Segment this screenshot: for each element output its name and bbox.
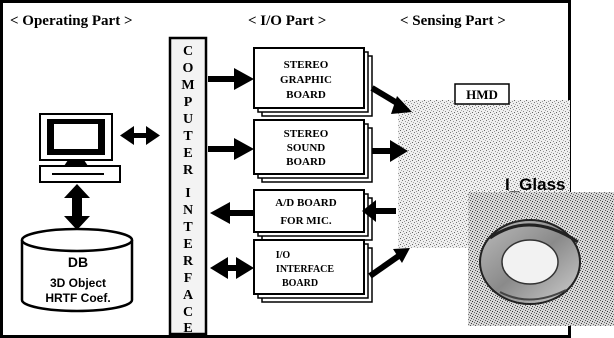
letter-o: O: [183, 61, 194, 76]
board-ad-line-1: A/D BOARD: [275, 197, 336, 209]
letter-t1: T: [183, 129, 193, 144]
board-io-line-3: BOARD: [282, 278, 318, 289]
letter-r2: R: [183, 254, 194, 269]
i-glass-photo: [468, 192, 614, 326]
letter-e2: E: [183, 237, 192, 252]
computer-icon: [40, 114, 120, 182]
header-io-part: < I/O Part >: [248, 13, 326, 29]
letter-a: A: [183, 288, 194, 303]
letter-f: F: [184, 271, 193, 286]
i-glass-label: I_Glass: [505, 175, 566, 194]
letter-t2: T: [183, 220, 193, 235]
letter-e1: E: [183, 146, 192, 161]
board-graphic-line-1: STEREO: [284, 59, 329, 71]
letter-i: I: [185, 186, 190, 201]
letter-n: N: [183, 203, 193, 218]
letter-c1: C: [183, 44, 193, 59]
board-io-line-1: I/O: [276, 250, 291, 261]
database-title: DB: [68, 254, 88, 270]
board-graphic-line-3: BOARD: [286, 89, 326, 101]
board-sound-line-1: STEREO: [284, 128, 329, 140]
letter-r1: R: [183, 163, 194, 178]
board-graphic-line-2: GRAPHIC: [280, 74, 332, 86]
board-io-line-2: INTERFACE: [276, 264, 334, 275]
hmd-label: HMD: [466, 87, 498, 102]
letter-u: U: [183, 112, 193, 127]
board-sound-line-2: SOUND: [287, 142, 326, 154]
database-line-1: 3D Object: [50, 276, 106, 290]
letter-e3: E: [183, 321, 192, 336]
letter-p: P: [184, 95, 193, 110]
letter-m: M: [181, 78, 194, 93]
header-sensing-part: < Sensing Part >: [400, 13, 506, 29]
database-line-2: HRTF Coef.: [45, 291, 110, 305]
letter-c2: C: [183, 305, 193, 320]
board-ad-line-2: FOR MIC.: [280, 215, 332, 227]
header-operating-part: < Operating Part >: [10, 13, 133, 29]
board-sound-line-3: BOARD: [286, 156, 326, 168]
